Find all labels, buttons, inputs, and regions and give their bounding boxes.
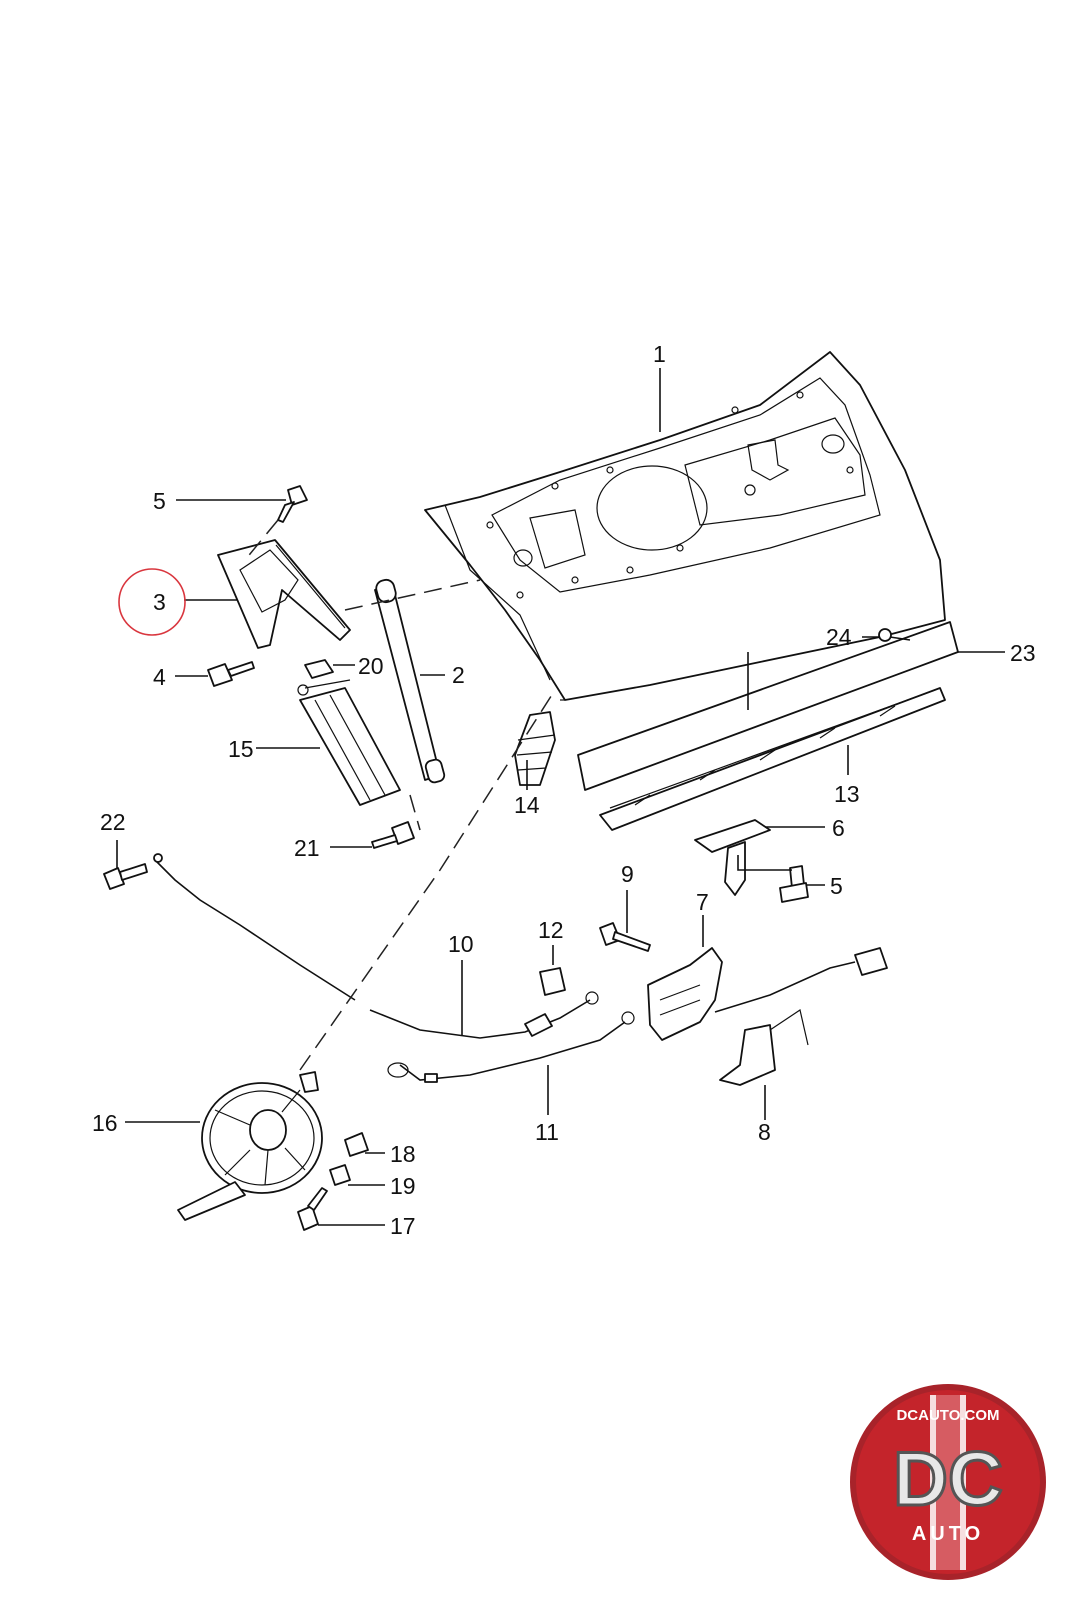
callout-12: 12: [538, 917, 564, 943]
logo-sub: AUTO: [912, 1523, 984, 1545]
hinge-bracket: [217, 539, 351, 649]
engine-lid-panel: [424, 351, 946, 701]
callout-5-upper: 5: [153, 488, 166, 514]
nut-24: [878, 628, 892, 642]
bracket-8: [719, 1009, 809, 1086]
leader-lines: [116, 368, 1005, 1226]
assembly-line-bolt: [244, 519, 279, 561]
assembly-line-hinge: [344, 579, 481, 611]
callout-10: 10: [448, 931, 474, 957]
bolt-17: [297, 1187, 328, 1231]
callout-8: 8: [758, 1119, 771, 1145]
seal-strip-lower: [599, 687, 946, 831]
bracket-6: [694, 819, 771, 896]
cooling-fan: [177, 1071, 323, 1221]
latch-7: [647, 947, 723, 1041]
bush-19: [329, 1164, 351, 1186]
gas-strut: [374, 578, 446, 784]
callout-16: 16: [92, 1110, 118, 1136]
bolt-9: [599, 922, 651, 952]
logo-url-text: DCAUTO.COM: [896, 1407, 999, 1424]
callout-14: 14: [514, 792, 540, 818]
bolt-5-upper: [277, 485, 308, 523]
callout-2: 2: [452, 662, 465, 688]
callout-21: 21: [294, 835, 320, 861]
callout-numbers: 1 2 3 4 5 5 6 7 8 9 10 11 12 13 14 15 16…: [92, 341, 1036, 1239]
release-cable-10: [153, 853, 599, 1039]
logo-letters: DC: [893, 1437, 1003, 1522]
clip-12: [539, 967, 566, 996]
callout-7: 7: [696, 889, 709, 915]
callout-11: 11: [535, 1119, 559, 1145]
callout-9: 9: [621, 861, 634, 887]
assembly-line-21: [409, 794, 421, 831]
dcauto-logo: DCAUTO.COM DC AUTO: [850, 1384, 1046, 1580]
buffer-block: [297, 679, 401, 806]
bolt-5-lower: [779, 865, 809, 903]
highlight-circle: [118, 568, 186, 636]
callout-19: 19: [390, 1173, 416, 1199]
callout-13: 13: [834, 781, 860, 807]
callout-6: 6: [832, 815, 845, 841]
callout-4: 4: [153, 664, 166, 690]
callout-22: 22: [100, 809, 126, 835]
release-cable-11: [387, 1011, 635, 1083]
bush-18: [344, 1132, 369, 1157]
callout-17: 17: [390, 1213, 416, 1239]
bolt-22: [103, 863, 148, 890]
callout-24: 24: [826, 624, 852, 650]
callout-3: 3: [153, 589, 166, 615]
callout-18: 18: [390, 1141, 416, 1167]
callout-15: 15: [228, 736, 254, 762]
bolt-4: [207, 661, 255, 687]
rubber-bellows: [514, 711, 556, 786]
assembly-line-main: [299, 689, 556, 1071]
callout-5-lower: 5: [830, 873, 843, 899]
callout-23: 23: [1010, 640, 1036, 666]
harness-cable: [714, 947, 888, 1013]
callout-1: 1: [653, 341, 666, 367]
callout-20: 20: [358, 653, 384, 679]
cap-part: [304, 659, 334, 679]
bolt-21: [371, 821, 415, 849]
